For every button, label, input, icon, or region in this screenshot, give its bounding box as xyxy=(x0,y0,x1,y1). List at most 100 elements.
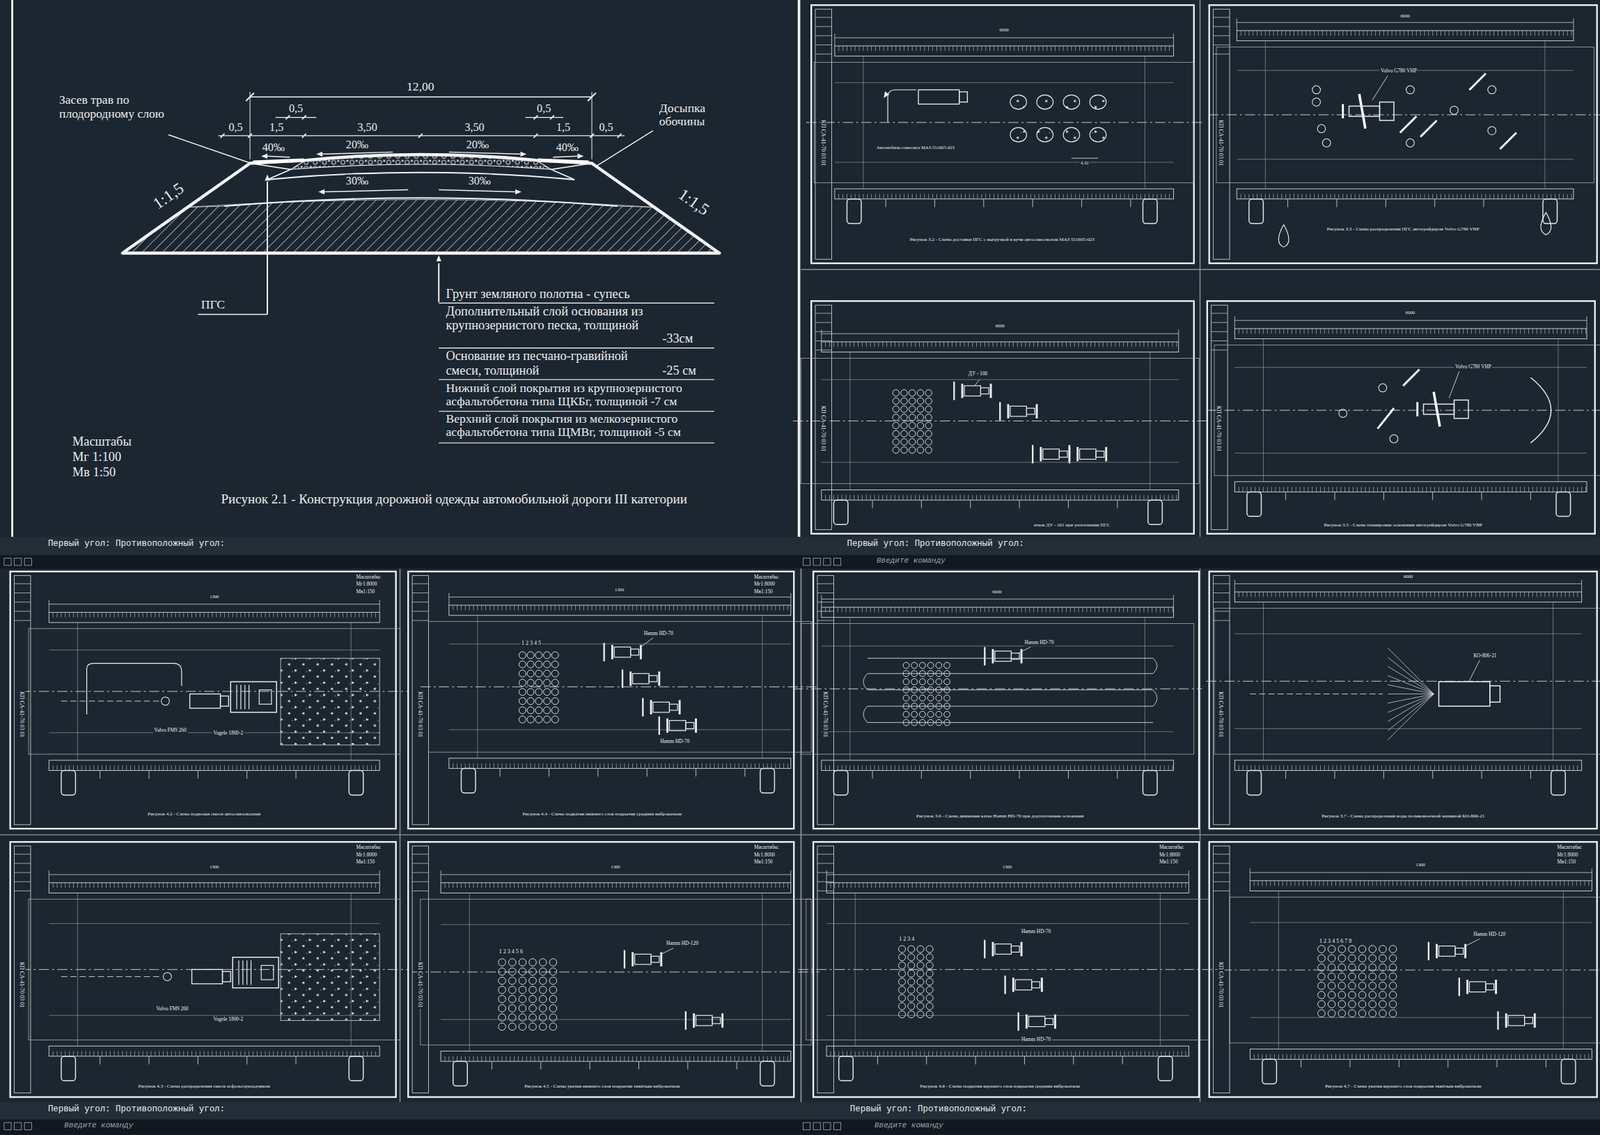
ruler-tick xyxy=(977,45,979,51)
ruler-tick xyxy=(1090,495,1092,500)
ruler-tick xyxy=(898,765,900,771)
ruler-tick xyxy=(1359,30,1360,36)
ruler-tick xyxy=(1017,765,1018,771)
ruler-tick xyxy=(1479,591,1481,597)
ruler-tick xyxy=(706,763,707,768)
ruler-tick xyxy=(730,1056,732,1062)
ruler-tick xyxy=(325,612,327,617)
ruler-tick xyxy=(224,1051,225,1057)
ruler-tick xyxy=(1254,765,1256,771)
lane-line xyxy=(821,461,1179,463)
ruler-tick xyxy=(158,765,160,771)
ruler-tick xyxy=(870,765,872,771)
support-post xyxy=(1530,770,1532,780)
ruler-tick xyxy=(60,882,62,888)
station-line xyxy=(1149,352,1151,491)
ruler-tick xyxy=(563,605,564,610)
ruler-tick xyxy=(1046,193,1048,199)
ruler-tick xyxy=(877,495,879,500)
ruler-tick xyxy=(947,765,949,771)
extension-line xyxy=(1234,316,1236,329)
ruler-tick xyxy=(1107,341,1108,347)
ruler-tick xyxy=(1512,765,1513,771)
ruler-tick xyxy=(448,1056,450,1062)
ruler-tick xyxy=(1078,341,1080,347)
ruler-tick xyxy=(1423,30,1425,36)
ruler-tick xyxy=(1299,765,1301,771)
ruler-tick xyxy=(1053,341,1055,347)
ruler-tick xyxy=(85,1051,87,1057)
ruler-tick xyxy=(887,193,889,199)
ruler-tick xyxy=(1552,591,1554,597)
ruler-tick xyxy=(150,882,152,888)
ruler-tick xyxy=(236,882,238,888)
ruler-tick xyxy=(894,495,896,500)
ruler-tick xyxy=(1528,765,1529,771)
ruler-tick xyxy=(1098,765,1100,771)
ruler-tick xyxy=(988,765,990,771)
ruler-tick xyxy=(1299,486,1301,492)
stamp-cell xyxy=(14,583,31,585)
ruler-tick xyxy=(118,765,120,771)
ruler-tick xyxy=(1440,193,1442,199)
ruler-tick xyxy=(963,765,965,771)
ruler-tick xyxy=(783,1056,784,1062)
ruler-tick xyxy=(1001,193,1003,199)
ruler-tick xyxy=(1556,765,1558,771)
support-post xyxy=(246,770,248,780)
ruler-tick xyxy=(1546,30,1548,36)
ruler-tick xyxy=(1107,765,1108,771)
ruler-tick xyxy=(857,495,859,500)
ruler-tick xyxy=(322,612,324,617)
ruler-tick xyxy=(1074,607,1076,613)
ruler-tick xyxy=(261,1051,262,1057)
ruler-tick xyxy=(1357,486,1358,492)
dimension-line xyxy=(525,116,564,118)
ruler-tick xyxy=(1495,591,1497,597)
ruler-tick xyxy=(623,763,625,768)
ruler-tick xyxy=(1336,591,1337,597)
ruler-tick xyxy=(1175,495,1177,500)
sheet-border xyxy=(11,0,14,537)
ruler-tick xyxy=(224,612,225,617)
ruler-tick xyxy=(325,882,327,888)
lane-line xyxy=(48,923,380,924)
ruler-tick xyxy=(534,882,535,888)
ruler-tick xyxy=(1499,328,1501,334)
ruler-tick xyxy=(1151,765,1153,771)
ruler-tick xyxy=(211,612,213,617)
ruler-tick xyxy=(947,495,949,500)
ruler-tick xyxy=(1029,495,1030,500)
ruler-tick xyxy=(497,605,499,610)
ruler-tick xyxy=(215,765,217,771)
support-post xyxy=(1481,491,1483,500)
ruler-tick xyxy=(1357,328,1358,334)
ruler-tick xyxy=(1151,341,1153,347)
ruler-tick xyxy=(1495,328,1497,334)
ruler-tick xyxy=(882,341,883,347)
ruler-tick xyxy=(783,882,784,888)
ruler-tick xyxy=(1139,607,1141,613)
ruler-tick xyxy=(1123,607,1124,613)
ruler-tick xyxy=(1271,591,1273,597)
axis-line xyxy=(793,420,1208,422)
ruler-tick xyxy=(783,763,784,768)
ruler-tick xyxy=(853,607,855,613)
ruler-tick xyxy=(1528,328,1529,334)
ruler-tick xyxy=(1139,765,1141,771)
ruler-tick xyxy=(779,882,780,888)
ruler-tick xyxy=(1585,486,1587,492)
ruler-tick xyxy=(767,605,768,610)
ruler-tick xyxy=(1475,486,1477,492)
dimension-tick xyxy=(587,92,596,101)
embankment-outline xyxy=(122,154,720,253)
stamp-strip xyxy=(815,9,832,260)
support-post xyxy=(1334,491,1336,500)
ruler-tick xyxy=(1087,193,1089,199)
dimension-tick xyxy=(220,133,225,138)
ruler-tick xyxy=(563,763,564,768)
ruler-tick xyxy=(1425,486,1427,492)
ruler-tick xyxy=(281,765,282,771)
ruler-tick xyxy=(1123,341,1124,347)
ruler-tick xyxy=(701,763,703,768)
